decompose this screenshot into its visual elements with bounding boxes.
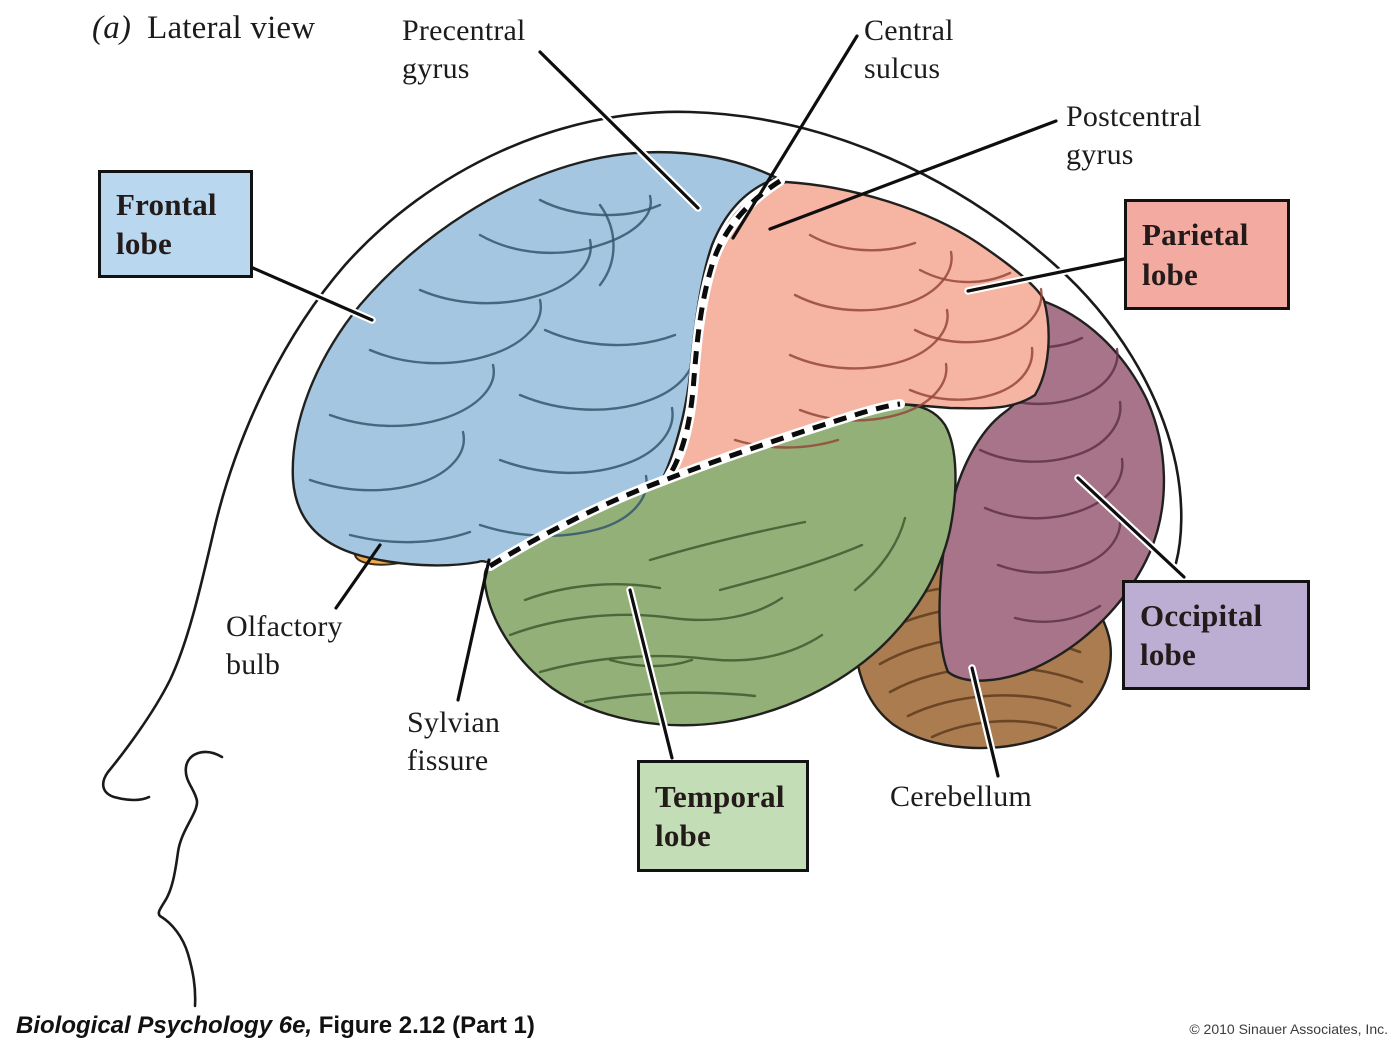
olfactory-bulb-leader: [334, 543, 382, 610]
label-precentral-gyrus: Precentral gyrus: [402, 14, 526, 86]
label-sylvian-fissure: Sylvian fissure: [407, 706, 501, 778]
skull-face-outline: [101, 110, 1183, 802]
precentral-gyrus-leader: [538, 50, 700, 210]
occipital-lobe-leader: [1076, 476, 1186, 579]
parietal-lobe-leader: [966, 257, 1126, 293]
central-sulcus-boundary: [663, 176, 785, 483]
temporal-lobe-shape: [483, 403, 957, 727]
label-postcentral-gyrus: Postcentral gyrus: [1066, 100, 1202, 172]
book-title: Biological Psychology 6e,: [16, 1012, 313, 1039]
postcentral-gyrus-leader: [768, 119, 1058, 231]
temporal-lobe-leader: [628, 588, 674, 760]
temporal-lobe-box: Temporal lobe: [637, 760, 809, 872]
parietal-lobe-shape: [669, 180, 1050, 481]
label-central-sulcus: Central sulcus: [864, 14, 954, 86]
occipital-body: [938, 298, 1166, 682]
panel-letter: (a): [92, 10, 132, 46]
nose-lips-chin-outline: [157, 750, 224, 1008]
copyright-notice: © 2010 Sinauer Associates, Inc.: [1189, 1021, 1388, 1037]
frontal-lobe-box: Frontal lobe: [98, 170, 253, 278]
frontal-lobe-leader: [251, 266, 374, 322]
occipital-lobe-box: Occipital lobe: [1122, 580, 1310, 690]
label-cerebellum: Cerebellum: [890, 780, 1032, 813]
cerebellum-leader: [970, 666, 1000, 778]
temporal-gyri: [508, 516, 907, 704]
label-olfactory-bulb: Olfactory bulb: [226, 610, 343, 682]
figure-reference: Figure 2.12 (Part 1): [312, 1012, 535, 1039]
panel-title: (a) Lateral view: [92, 10, 315, 47]
parietal-gyri: [733, 233, 1043, 449]
panel-view-label: Lateral view: [147, 10, 316, 46]
frontal-gyri: [308, 194, 696, 544]
central-sulcus-leader: [731, 34, 859, 240]
sylvian-fissure-boundary: [485, 399, 905, 571]
head-profile-outline: [101, 110, 1183, 1008]
sylvian-fissure-leader: [456, 558, 491, 702]
frontal-lobe-shape: [291, 150, 781, 567]
figure-credit: Biological Psychology 6e, Figure 2.12 (P…: [16, 1012, 535, 1040]
leader-lines: [249, 34, 1188, 780]
parietal-lobe-box: Parietal lobe: [1124, 199, 1290, 310]
